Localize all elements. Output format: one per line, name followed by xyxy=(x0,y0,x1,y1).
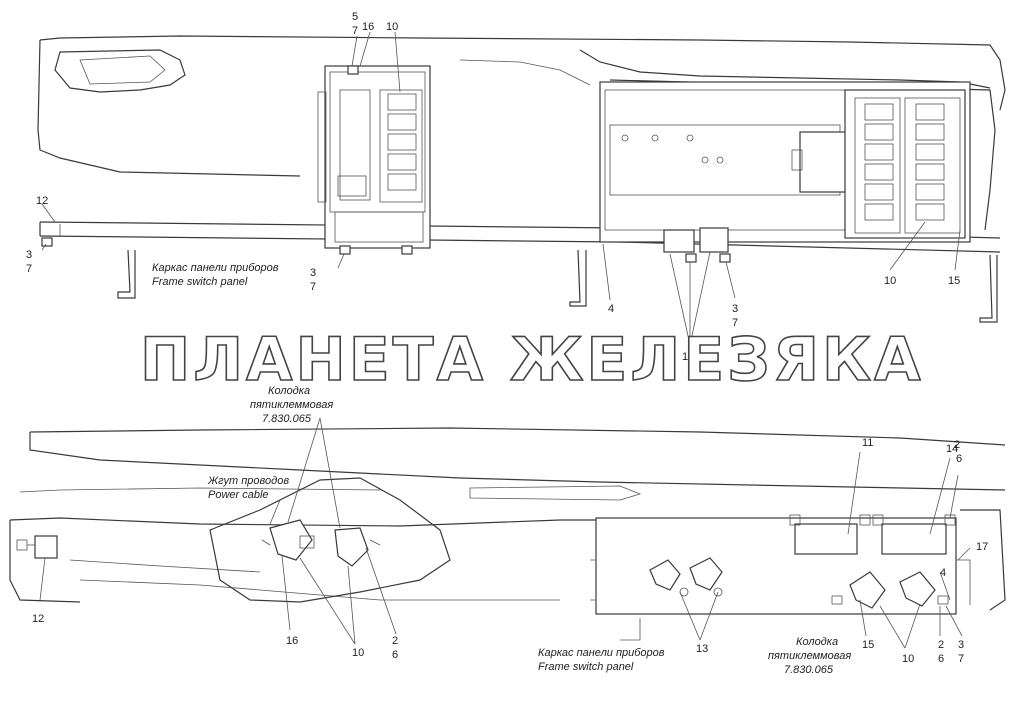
callout-6: 6 xyxy=(938,653,944,665)
connector2-label-ru-2: пятиклеммовая xyxy=(768,650,851,662)
callout-12: 12 xyxy=(36,195,48,207)
connectors-13 xyxy=(649,557,723,597)
callout-7: 7 xyxy=(352,25,358,37)
callout-2: 2 xyxy=(954,439,960,451)
connector2-code: 7.830.065 xyxy=(784,664,834,676)
callout-7: 7 xyxy=(732,317,738,329)
bottom-view xyxy=(9,417,1006,649)
connector-label-ru-1: Колодка xyxy=(268,385,310,397)
callout-16: 16 xyxy=(286,635,298,647)
switch-column-left xyxy=(387,93,417,191)
callout-12: 12 xyxy=(32,613,44,625)
callout-2: 2 xyxy=(938,639,944,651)
callout-10: 10 xyxy=(352,647,364,659)
frame-caption-ru: Каркас панели приборов xyxy=(538,647,665,659)
callout-7: 7 xyxy=(958,653,964,665)
callout-4: 4 xyxy=(608,303,614,315)
connector2-label-ru-1: Колодка xyxy=(796,636,838,648)
harness-switches xyxy=(261,519,381,567)
callout-17: 17 xyxy=(976,541,988,553)
callout-4: 4 xyxy=(940,567,946,579)
frame-caption-en: Frame switch panel xyxy=(152,276,248,288)
callout-3: 3 xyxy=(26,249,32,261)
callout-5: 5 xyxy=(352,11,358,23)
top-view xyxy=(37,31,1006,346)
callout-7: 7 xyxy=(310,281,316,293)
callout-3: 3 xyxy=(732,303,738,315)
callout-6: 6 xyxy=(956,453,962,465)
watermark: ПЛАНЕТА ЖЕЛЕЗЯКА xyxy=(140,325,924,395)
switches-bottom-right xyxy=(831,571,949,609)
connector-label-ru-2: пятиклеммовая xyxy=(250,399,333,411)
callout-3: 3 xyxy=(310,267,316,279)
callout-10: 10 xyxy=(902,653,914,665)
callout-13: 13 xyxy=(682,351,694,363)
callout-2: 2 xyxy=(392,635,398,647)
callout-10: 10 xyxy=(386,21,398,33)
callout-16: 16 xyxy=(362,21,374,33)
connector-code: 7.830.065 xyxy=(262,413,312,425)
callout-10: 10 xyxy=(884,275,896,287)
callout-7: 7 xyxy=(26,263,32,275)
callout-15: 15 xyxy=(862,639,874,651)
callout-15: 15 xyxy=(948,275,960,287)
callout-11: 11 xyxy=(862,437,873,449)
callout-3: 3 xyxy=(958,639,964,651)
switch-columns-right xyxy=(864,103,945,221)
frame-caption-en: Frame switch panel xyxy=(538,661,634,673)
frame-caption-ru: Каркас панели приборов xyxy=(152,262,279,274)
harness-label-en: Power cable xyxy=(208,489,269,501)
callout-6: 6 xyxy=(392,649,398,661)
callout-13: 13 xyxy=(696,643,708,655)
harness-label-ru: Жгут проводов xyxy=(207,475,289,487)
callout-14: 14 xyxy=(946,443,958,455)
